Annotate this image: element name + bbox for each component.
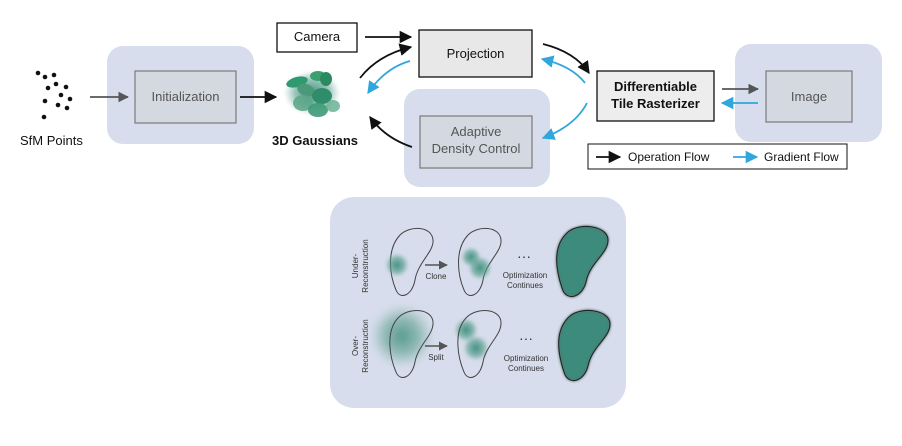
rasterizer-box [596,70,715,122]
adaptive-to-gaussians-arrow [369,115,413,148]
over-reconstruction-row [370,304,611,382]
projection-to-gaussians-gradient [367,60,411,95]
rasterizer-label-line1: Differentiable [613,79,698,94]
legend-gradient-label: Gradient Flow [764,150,839,164]
under-reconstruction-row [385,225,609,298]
over-reconstruction-label: Over- Reconstruction [351,301,371,391]
projection-to-rasterizer-arrow [542,43,590,75]
optim-under-line1: Optimization [502,271,548,280]
adaptive-box [419,115,533,169]
initialization-box [134,70,237,124]
adaptive-label-line2: Density Control [431,141,521,156]
sfm-points-label: SfM Points [20,133,83,148]
ellipsis-under: ··· [517,248,531,264]
initialization-label: Initialization [151,89,220,104]
rasterizer-label-line2: Tile Rasterizer [611,96,700,111]
under-label-line1: Under- [351,253,360,279]
optim-over-line2: Continues [507,364,545,373]
legend-box [587,143,848,170]
optim-under-label: Optimization Continues [499,271,551,291]
optim-under-line2: Continues [506,281,544,290]
legend-operation-label: Operation Flow [628,150,710,164]
projection-box [418,29,533,78]
gaussians-to-projection-arrow [359,43,413,79]
gaussians-label: 3D Gaussians [272,133,358,148]
projection-label: Projection [446,46,505,61]
ellipsis-over: ··· [519,330,533,346]
sfm-points [35,70,73,120]
optim-over-line1: Optimization [503,354,549,363]
camera-box [276,22,358,53]
under-reconstruction-label: Under- Reconstruction [351,221,371,311]
rasterizer-to-projection-gradient [540,55,586,84]
over-label-line2: Reconstruction [361,319,370,373]
under-label-line2: Reconstruction [361,239,370,293]
image-box [765,70,853,123]
optim-over-label: Optimization Continues [500,354,552,374]
split-label: Split [428,353,444,362]
adaptive-label-line1: Adaptive [450,124,502,139]
camera-label: Camera [293,29,341,44]
over-label-line1: Over- [351,336,360,356]
rasterizer-to-adaptive-gradient [541,102,588,140]
gaussian-cluster [284,71,340,117]
clone-label: Clone [425,272,447,281]
image-label: Image [790,89,828,104]
